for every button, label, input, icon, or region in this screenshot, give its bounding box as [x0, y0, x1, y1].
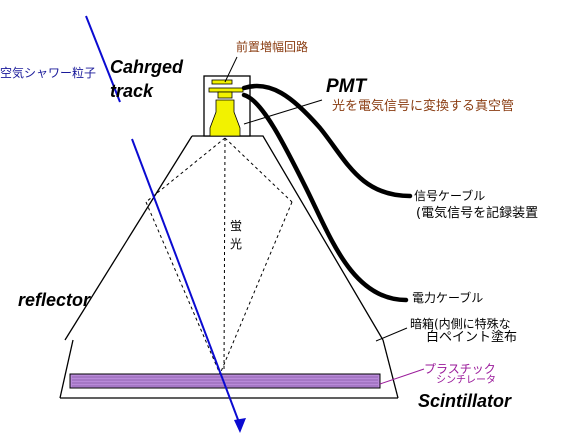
cables — [241, 83, 413, 303]
reflector-label: reflector — [18, 290, 91, 310]
plastic-label: プラスチック — [424, 362, 496, 376]
signal-cable — [241, 83, 413, 199]
power-cable-label: 電力ケーブル — [412, 291, 484, 305]
signal-cable-label: 信号ケーブル — [414, 189, 486, 203]
power-cable — [241, 92, 409, 303]
preamp-label: 前置増幅回路 — [236, 40, 309, 54]
air-shower-label: 空気シャワー粒子 — [0, 66, 97, 80]
plastic-sub-label: シンチレータ — [436, 375, 496, 386]
scint-light-label-2: 光 — [230, 237, 243, 251]
track-arrowhead — [234, 418, 246, 433]
charged-tracks — [85, 15, 241, 426]
signal-cable-description: (電気信号を記録装置 — [416, 206, 539, 221]
plastic-leader — [379, 368, 425, 385]
charged-track-label-line2: track — [110, 81, 154, 101]
pmt-tube — [209, 99, 241, 137]
leader-lines — [224, 56, 408, 342]
scint-light-label-1: 蛍 — [230, 219, 243, 233]
dark-box-label-line2: 白ペイント塗布 — [426, 330, 518, 345]
pmt-label: PMT — [326, 76, 367, 97]
charged-track-label-line1: Cahrged — [110, 57, 184, 77]
dark-box-label-line1: 暗箱(内側に特殊な — [410, 317, 511, 331]
pmt-description: 光を電気信号に変換する真空管 — [332, 99, 515, 114]
light-paths — [145, 137, 293, 375]
scintillator-label: Scintillator — [418, 391, 512, 411]
